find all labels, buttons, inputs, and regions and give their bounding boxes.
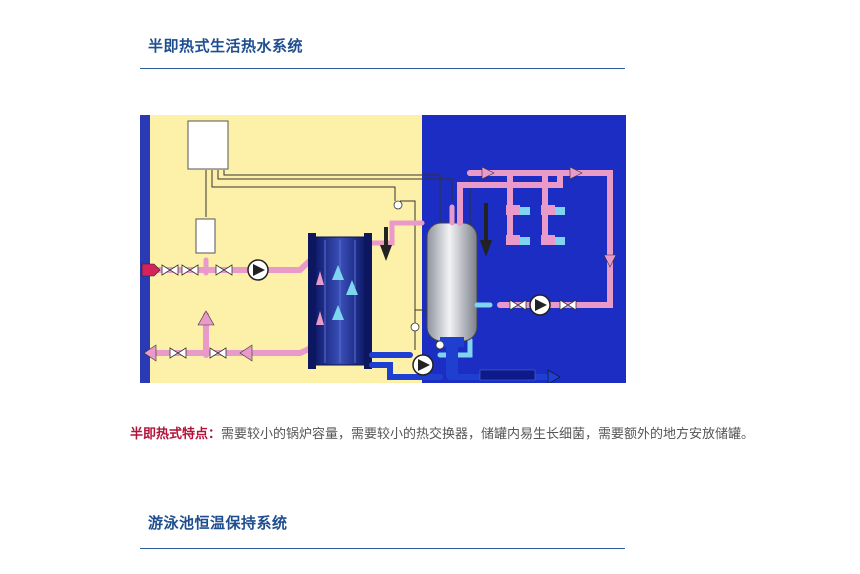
section-title-semi-instant: 半即热式生活热水系统 xyxy=(148,37,304,55)
cold-water-inlet xyxy=(479,369,536,381)
primary-valves xyxy=(161,264,233,359)
section-divider xyxy=(140,68,625,69)
secondary-pump-icon xyxy=(412,354,434,376)
semi-instant-feature-description: 半即热式特点：需要较小的锅炉容量，需要较小的热交换器，储罐内易生长细菌，需要额外… xyxy=(130,424,810,446)
recirculation-pump-icon xyxy=(529,294,551,316)
recirculation-valves xyxy=(509,299,577,311)
section-divider xyxy=(140,548,625,549)
section-title-pool-heating: 游泳池恒温保持系统 xyxy=(148,514,288,532)
feature-body: 需要较小的锅炉容量，需要较小的热交换器，储罐内易生长细菌，需要额外的地方安放储罐… xyxy=(221,427,755,442)
semi-instant-hot-water-diagram xyxy=(140,115,626,383)
plate-heat-exchanger xyxy=(308,233,372,369)
tap-fixtures xyxy=(481,166,617,268)
tank-flow-down-arrow xyxy=(480,240,492,257)
primary-pump-icon xyxy=(247,259,269,281)
controller-box xyxy=(195,218,216,254)
feature-label: 半即热式特点： xyxy=(130,427,222,442)
return-flow-arrow xyxy=(547,369,561,383)
boiler-unit xyxy=(187,120,229,170)
temperature-sensors xyxy=(393,200,445,350)
exchanger-flow-down-arrow xyxy=(380,245,392,261)
